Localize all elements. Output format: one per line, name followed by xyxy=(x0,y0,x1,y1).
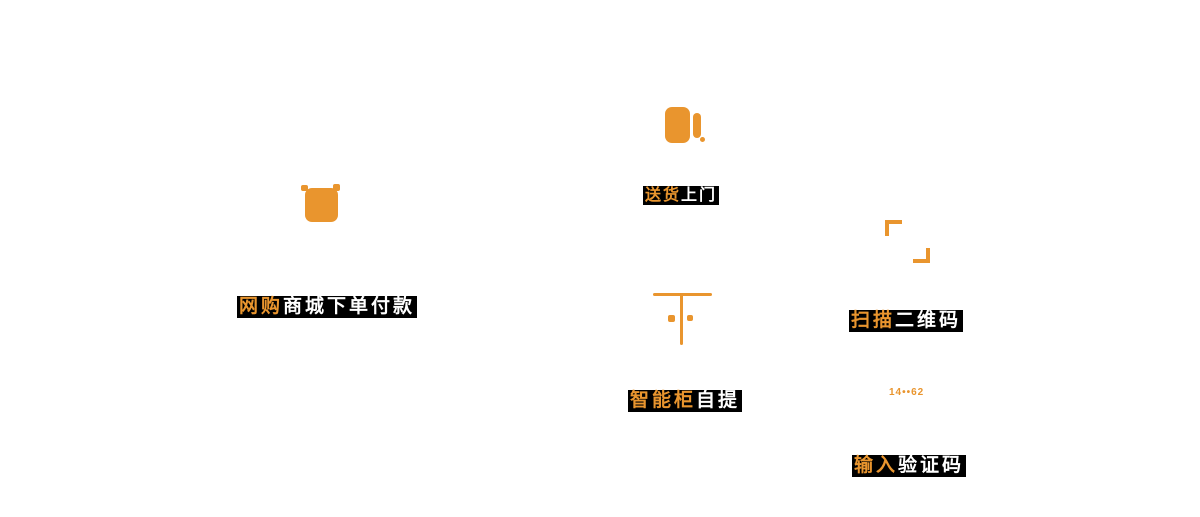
step-label-delivery: 送货上门 xyxy=(643,186,720,205)
truck-wheel xyxy=(700,137,705,142)
step-label-scan-highlight: 扫描 xyxy=(851,310,896,331)
step-label-code-rest: 验证码 xyxy=(898,455,965,476)
step-label-order-highlight: 网购 xyxy=(239,296,284,317)
step-label-scan-rest: 二维码 xyxy=(895,310,962,331)
qr-frame-corner-top-left xyxy=(885,220,902,236)
step-label-delivery-highlight: 送货 xyxy=(645,187,682,204)
locker-knob-left xyxy=(668,315,675,322)
qr-frame-corner-bottom-right xyxy=(913,248,930,263)
shopping-bag-handle-right xyxy=(333,184,340,191)
shopping-bag-body xyxy=(305,188,338,222)
shopping-bag-handle-left xyxy=(301,185,308,191)
truck-cab xyxy=(693,113,701,138)
truck-cargo-box xyxy=(665,107,690,143)
step-label-code-highlight: 输入 xyxy=(854,455,899,476)
step-label-delivery-rest: 上门 xyxy=(681,187,718,204)
locker-door-divider xyxy=(680,293,683,345)
step-label-locker: 智能柜自提 xyxy=(628,390,743,412)
step-label-code: 输入验证码 xyxy=(852,455,967,477)
step-label-order: 网购商城下单付款 xyxy=(237,296,418,318)
step-label-locker-highlight: 智能柜 xyxy=(630,390,697,411)
step-label-scan: 扫描二维码 xyxy=(849,310,964,332)
step-label-locker-rest: 自提 xyxy=(696,390,741,411)
masked-pickup-code: 14••62 xyxy=(889,387,925,398)
step-label-order-rest: 商城下单付款 xyxy=(283,296,416,317)
locker-knob-right xyxy=(687,315,693,321)
